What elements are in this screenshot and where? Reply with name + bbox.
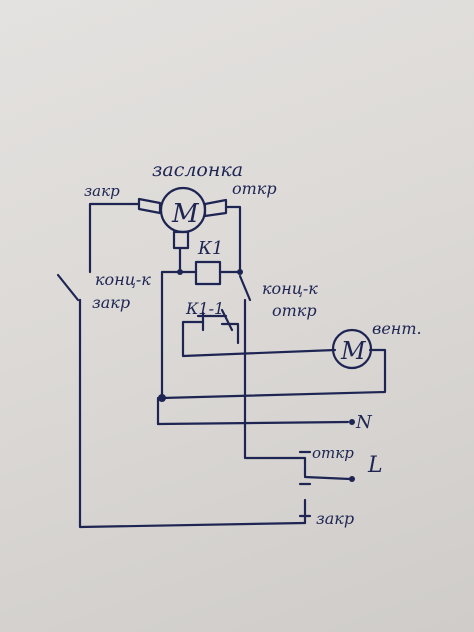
relay-coil	[194, 260, 222, 286]
switch-close-label: закр	[316, 509, 354, 528]
line-terminal	[349, 476, 355, 482]
switch-open-label: откр	[312, 444, 354, 462]
relay-contact-label: К1-1	[185, 299, 224, 318]
limit-open-label-1: конц-к	[262, 279, 318, 298]
relay-label: К1	[197, 238, 223, 259]
fan-label: вент.	[372, 319, 422, 338]
line-label: L	[367, 453, 383, 478]
limit-close-label-2: закр	[92, 293, 130, 312]
junction-dot	[177, 269, 183, 275]
limit-open-label-2: откр	[272, 301, 317, 320]
close-terminal	[137, 197, 162, 215]
open-top-label: откр	[232, 179, 277, 198]
neutral-terminal	[349, 419, 355, 425]
common-terminal	[172, 230, 190, 250]
fan-motor: М	[331, 328, 373, 370]
damper-motor: М	[137, 186, 228, 250]
limit-switch-open	[238, 274, 252, 302]
limit-close-label-1: конц-к	[95, 270, 151, 289]
relay-contact	[196, 308, 234, 332]
junction-dot	[158, 394, 166, 402]
junction-dot	[237, 269, 243, 275]
wires	[78, 202, 387, 529]
limit-switch-close	[56, 264, 92, 302]
neutral-label: N	[355, 412, 373, 433]
fan-motor-label: М	[340, 337, 367, 365]
damper-motor-label: М	[171, 199, 200, 229]
open-terminal	[203, 198, 228, 218]
selector-switch	[298, 450, 312, 518]
damper-label: заслонка	[152, 159, 243, 181]
close-top-label: закр	[84, 182, 120, 200]
